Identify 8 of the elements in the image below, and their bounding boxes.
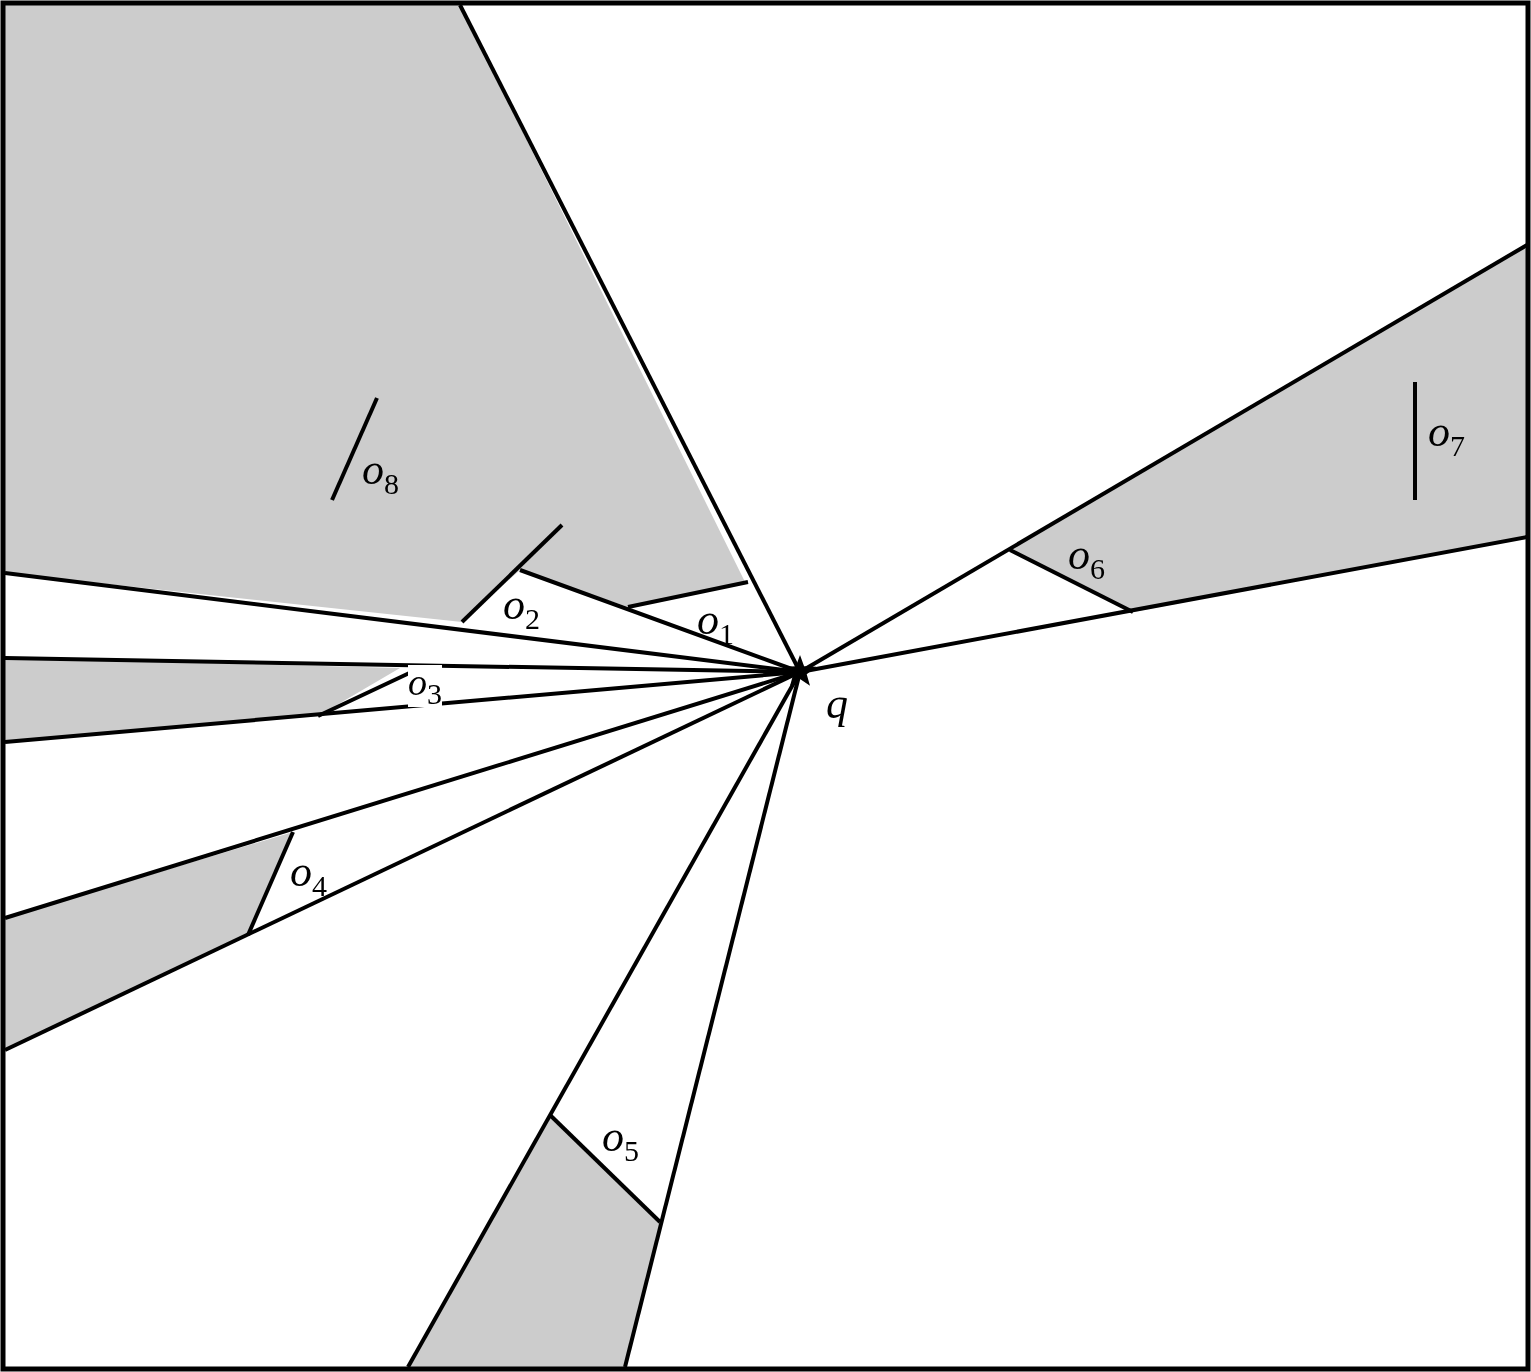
obstacle-label: o$_{7}$ (1428, 410, 1465, 461)
obstacle-label: o$_{3}$ (408, 665, 442, 707)
obstacle-label: o$_{5}$ (602, 1115, 639, 1166)
obstacle-label: o$_{8}$ (362, 448, 399, 499)
obstacle-label: o$_{2}$ (503, 583, 540, 634)
obstacle-label: o$_{6}$ (1068, 533, 1105, 584)
obstacle-label: o$_{4}$ (290, 850, 327, 901)
point-label: q (826, 682, 848, 726)
